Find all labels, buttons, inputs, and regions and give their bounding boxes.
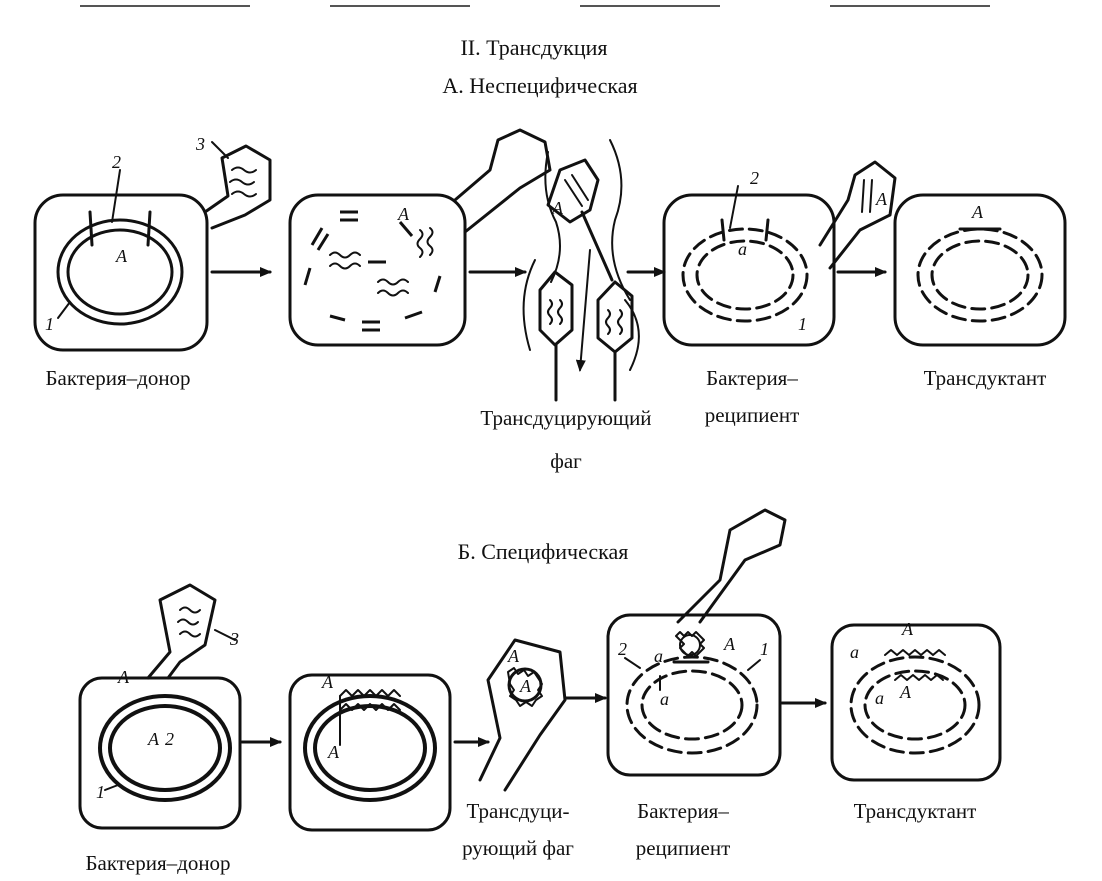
b-recipient-num-2: 2 [618,639,627,659]
page-title: II. Трансдукция [460,35,607,60]
a-phage-gene-A: A [551,198,564,218]
section-a-heading: А. Неспецифическая [442,73,637,98]
b-transductant: A a a A [832,619,1000,780]
a-infected-gene-A: A [397,204,410,224]
b-recipient-bacterium: a A a 2 1 [608,510,785,775]
b-lysogen-bacterium: A A [290,672,450,830]
b-caption-phage-line2: рующий фаг [462,836,574,860]
a-donor-num-2: 2 [112,152,121,172]
a-caption-phage-line1: Трансдуцирующий [480,406,651,430]
b-caption-transductant: Трансдуктант [854,799,977,823]
a-recipient-num-2: 2 [750,168,759,188]
a-donor-num-1: 1 [45,314,54,334]
a-caption-donor: Бактерия–донор [45,366,190,390]
a-released-phages: A [524,140,639,400]
a-transductant: A [895,195,1065,345]
b-caption-phage-line1: Трансдуци- [466,799,569,823]
a-caption-recipient-line1: Бактерия– [706,366,798,390]
b-donor-gene-A: A [147,729,160,749]
a-donor-bacterium: A 2 1 [35,152,207,350]
b-transducing-phage: A A [480,640,565,790]
b-lysogen-gene-A-top: A [321,672,334,692]
a-transductant-gene-A: A [971,202,984,222]
a-donor-phage-num-3: 3 [195,134,205,154]
a-caption-recipient-line2: реципиент [705,403,800,427]
a-recipient-bacterium: A a 2 1 [664,162,895,345]
b-recipient-num-1: 1 [760,639,769,659]
b-donor-num-2: 2 [165,729,174,749]
a-donor-gene-A: A [115,246,128,266]
a-caption-phage-line2: фаг [550,449,582,473]
b-phage-gene-A-inner: A [519,676,532,696]
b-donor-phage-num-3: 3 [229,629,239,649]
b-recipient-gene-a-top: a [654,646,663,666]
a-recipient-phage-gene-A: A [875,189,888,209]
b-recipient-gene-A: A [723,634,736,654]
b-recipient-gene-a: a [660,689,669,709]
a-recipient-gene-a: a [738,239,747,259]
b-caption-donor: Бактерия–донор [85,851,230,875]
a-infected-bacterium: A [290,130,550,345]
b-transductant-gene-a-top: a [850,642,859,662]
b-transductant-gene-A-top: A [901,619,914,639]
b-donor-bacterium: A A 2 3 1 [80,585,240,828]
a-caption-transductant: Трансдуктант [924,366,1047,390]
b-caption-recipient-line2: реципиент [636,836,731,860]
b-donor-gene-A-top: A [117,667,130,687]
b-transductant-gene-A: A [899,682,912,702]
b-lysogen-gene-A: A [327,742,340,762]
b-caption-recipient-line1: Бактерия– [637,799,729,823]
b-donor-num-1: 1 [96,782,105,802]
b-transductant-gene-a: a [875,688,884,708]
b-phage-gene-A-outer: A [507,646,520,666]
a-recipient-num-1: 1 [798,314,807,334]
section-b-heading: Б. Специфическая [458,539,629,564]
